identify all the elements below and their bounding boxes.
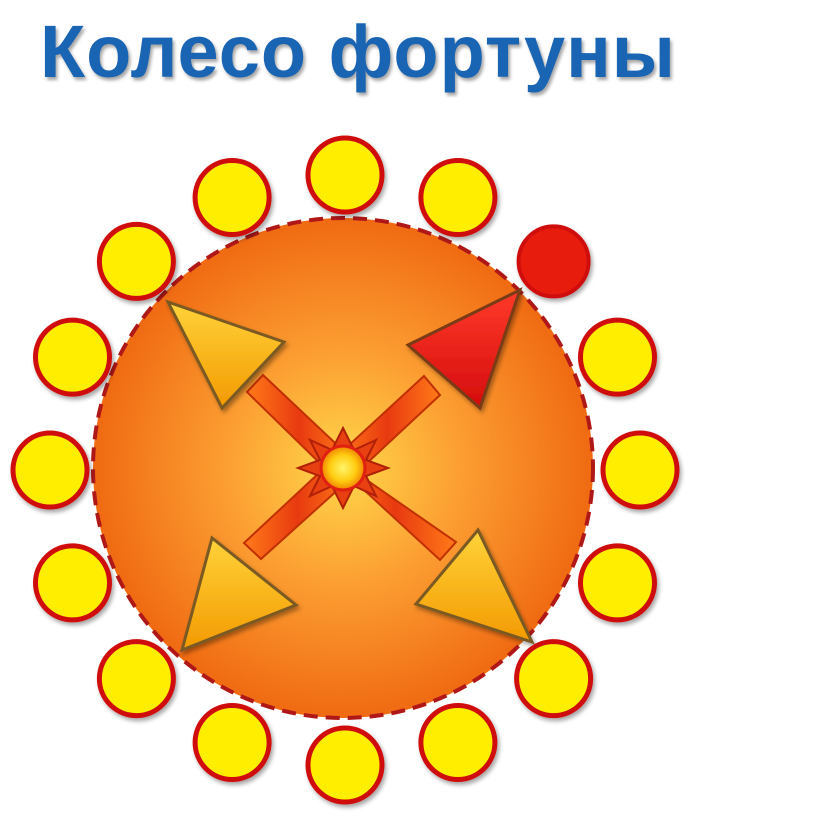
sector-circle[interactable] [33, 543, 112, 623]
page-title: Колесо фортуны [40, 10, 676, 93]
arrow-head-sw [179, 535, 299, 653]
wheel-sectors [10, 135, 680, 805]
sector-circle[interactable] [578, 317, 657, 397]
sector-circle[interactable] [418, 158, 498, 237]
sector-circle[interactable] [514, 639, 594, 719]
sector-circle[interactable] [96, 221, 176, 301]
sector-circle[interactable] [192, 158, 272, 237]
sector-circle[interactable] [600, 430, 680, 510]
arrow-head-ne-active [405, 287, 523, 411]
wheel-arrows [164, 287, 535, 653]
sector-circle-active[interactable] [516, 224, 591, 299]
sector-circle[interactable] [10, 430, 90, 510]
sector-circle[interactable] [96, 639, 176, 719]
sector-circle[interactable] [305, 135, 385, 215]
sector-circle[interactable] [33, 317, 112, 397]
wheel-hub [319, 444, 367, 492]
sector-circle[interactable] [192, 703, 272, 782]
sector-circle[interactable] [305, 725, 385, 805]
sector-circle[interactable] [578, 543, 657, 623]
arrow-head-nw [164, 299, 287, 411]
arrow-head-se [413, 527, 535, 645]
sector-circle[interactable] [418, 703, 498, 782]
